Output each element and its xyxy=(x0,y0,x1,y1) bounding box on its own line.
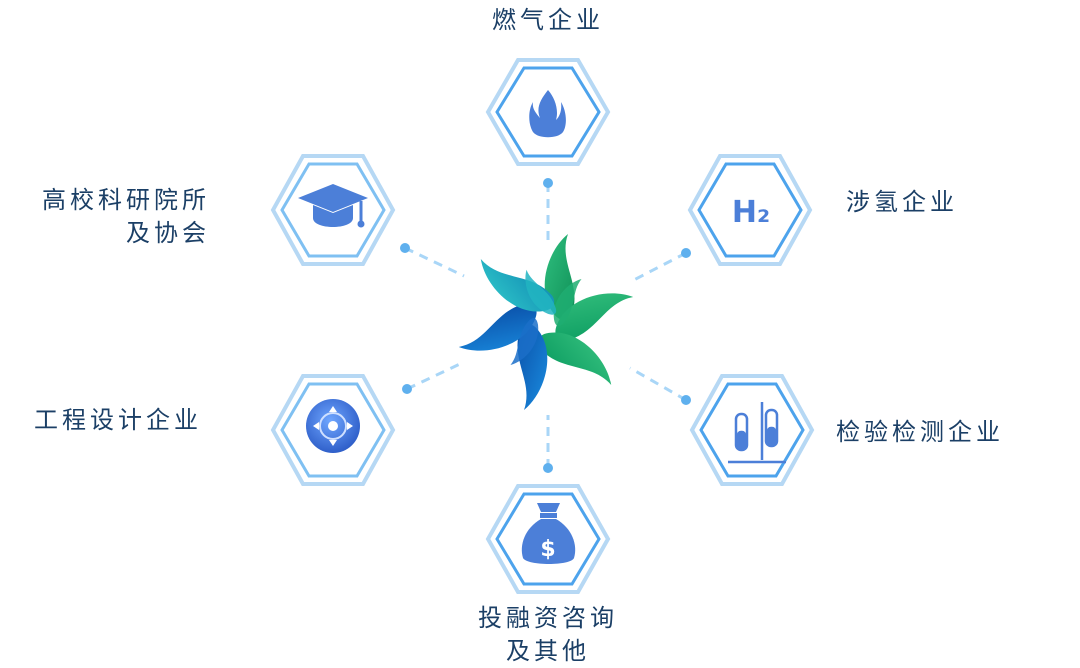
pinwheel-leaf-logo xyxy=(458,234,634,410)
connector-hydrogen xyxy=(629,251,687,284)
label-engineering-line-1: 工程设计企业 xyxy=(34,406,202,434)
connectors xyxy=(400,178,691,473)
hex-outer xyxy=(687,154,813,266)
label-finance-line-2: 及其他 xyxy=(506,637,590,665)
label-engineering: 工程设计企业 xyxy=(34,404,202,437)
connector-inspection xyxy=(629,366,687,402)
hex-outer xyxy=(485,484,611,594)
connector-engineering xyxy=(406,361,463,391)
label-academia: 高校科研院所 及协会 xyxy=(20,184,210,250)
label-academia-line-1: 高校科研院所 xyxy=(42,186,210,214)
money-bag-icon: $ xyxy=(521,503,576,564)
label-inspection: 检验检测企业 xyxy=(836,416,1004,449)
hex-inner xyxy=(495,66,601,158)
connector-dot-inspection xyxy=(681,395,691,405)
hex-inner xyxy=(699,382,805,478)
hex-inner xyxy=(280,382,386,478)
hex-node-gas xyxy=(485,58,611,166)
label-hydrogen: 涉氢企业 xyxy=(846,186,958,219)
label-gas-line-1: 燃气企业 xyxy=(492,6,604,34)
label-hydrogen-line-1: 涉氢企业 xyxy=(846,188,958,216)
hex-node-hydrogen: H₂ xyxy=(687,154,813,266)
svg-text:$: $ xyxy=(540,537,555,562)
target-compass-icon xyxy=(306,399,360,453)
label-finance-line-1: 投融资咨询 xyxy=(478,604,618,632)
label-gas: 燃气企业 xyxy=(478,4,618,37)
hex-node-finance: $ xyxy=(485,484,611,594)
hex-outer xyxy=(485,58,611,166)
label-inspection-line-1: 检验检测企业 xyxy=(836,418,1004,446)
label-academia-line-2: 及协会 xyxy=(126,219,210,247)
test-tube-icon xyxy=(728,402,786,464)
h2-icon: H₂ xyxy=(732,195,770,230)
connector-academia xyxy=(404,246,465,278)
connector-dot-engineering xyxy=(402,384,412,394)
connector-dot-gas xyxy=(543,178,553,188)
hex-outer xyxy=(270,374,396,486)
connector-dot-finance xyxy=(543,463,553,473)
hex-inner xyxy=(280,162,386,258)
hex-inner xyxy=(697,162,803,258)
graduation-cap-icon xyxy=(298,184,368,228)
hex-outer xyxy=(270,154,396,266)
connector-dot-academia xyxy=(400,243,410,253)
hex-node-engineering xyxy=(270,374,396,486)
hex-outer xyxy=(689,374,815,486)
label-finance: 投融资咨询 及其他 xyxy=(448,602,648,668)
flame-icon xyxy=(529,90,566,138)
hex-node-inspection xyxy=(689,374,815,486)
hex-node-academia xyxy=(270,154,396,266)
hex-inner xyxy=(495,492,601,586)
connector-dot-hydrogen xyxy=(681,248,691,258)
